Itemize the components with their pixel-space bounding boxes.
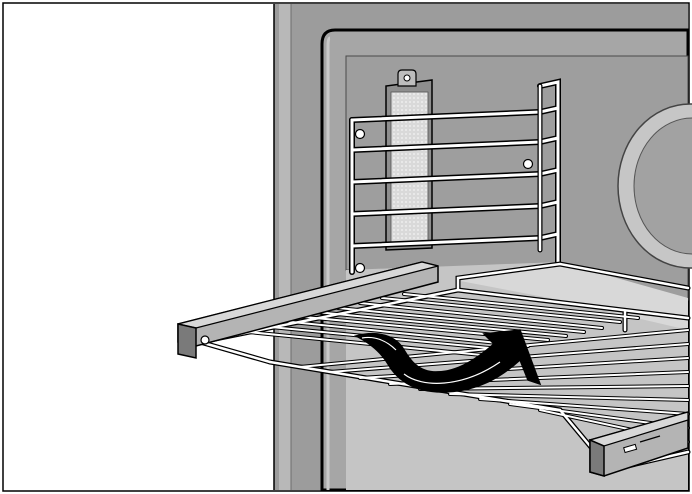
grease-filter (386, 70, 432, 250)
screw-icon (524, 160, 533, 169)
screw-icon (356, 264, 365, 273)
screw-icon (404, 75, 410, 81)
screw-icon (356, 130, 365, 139)
